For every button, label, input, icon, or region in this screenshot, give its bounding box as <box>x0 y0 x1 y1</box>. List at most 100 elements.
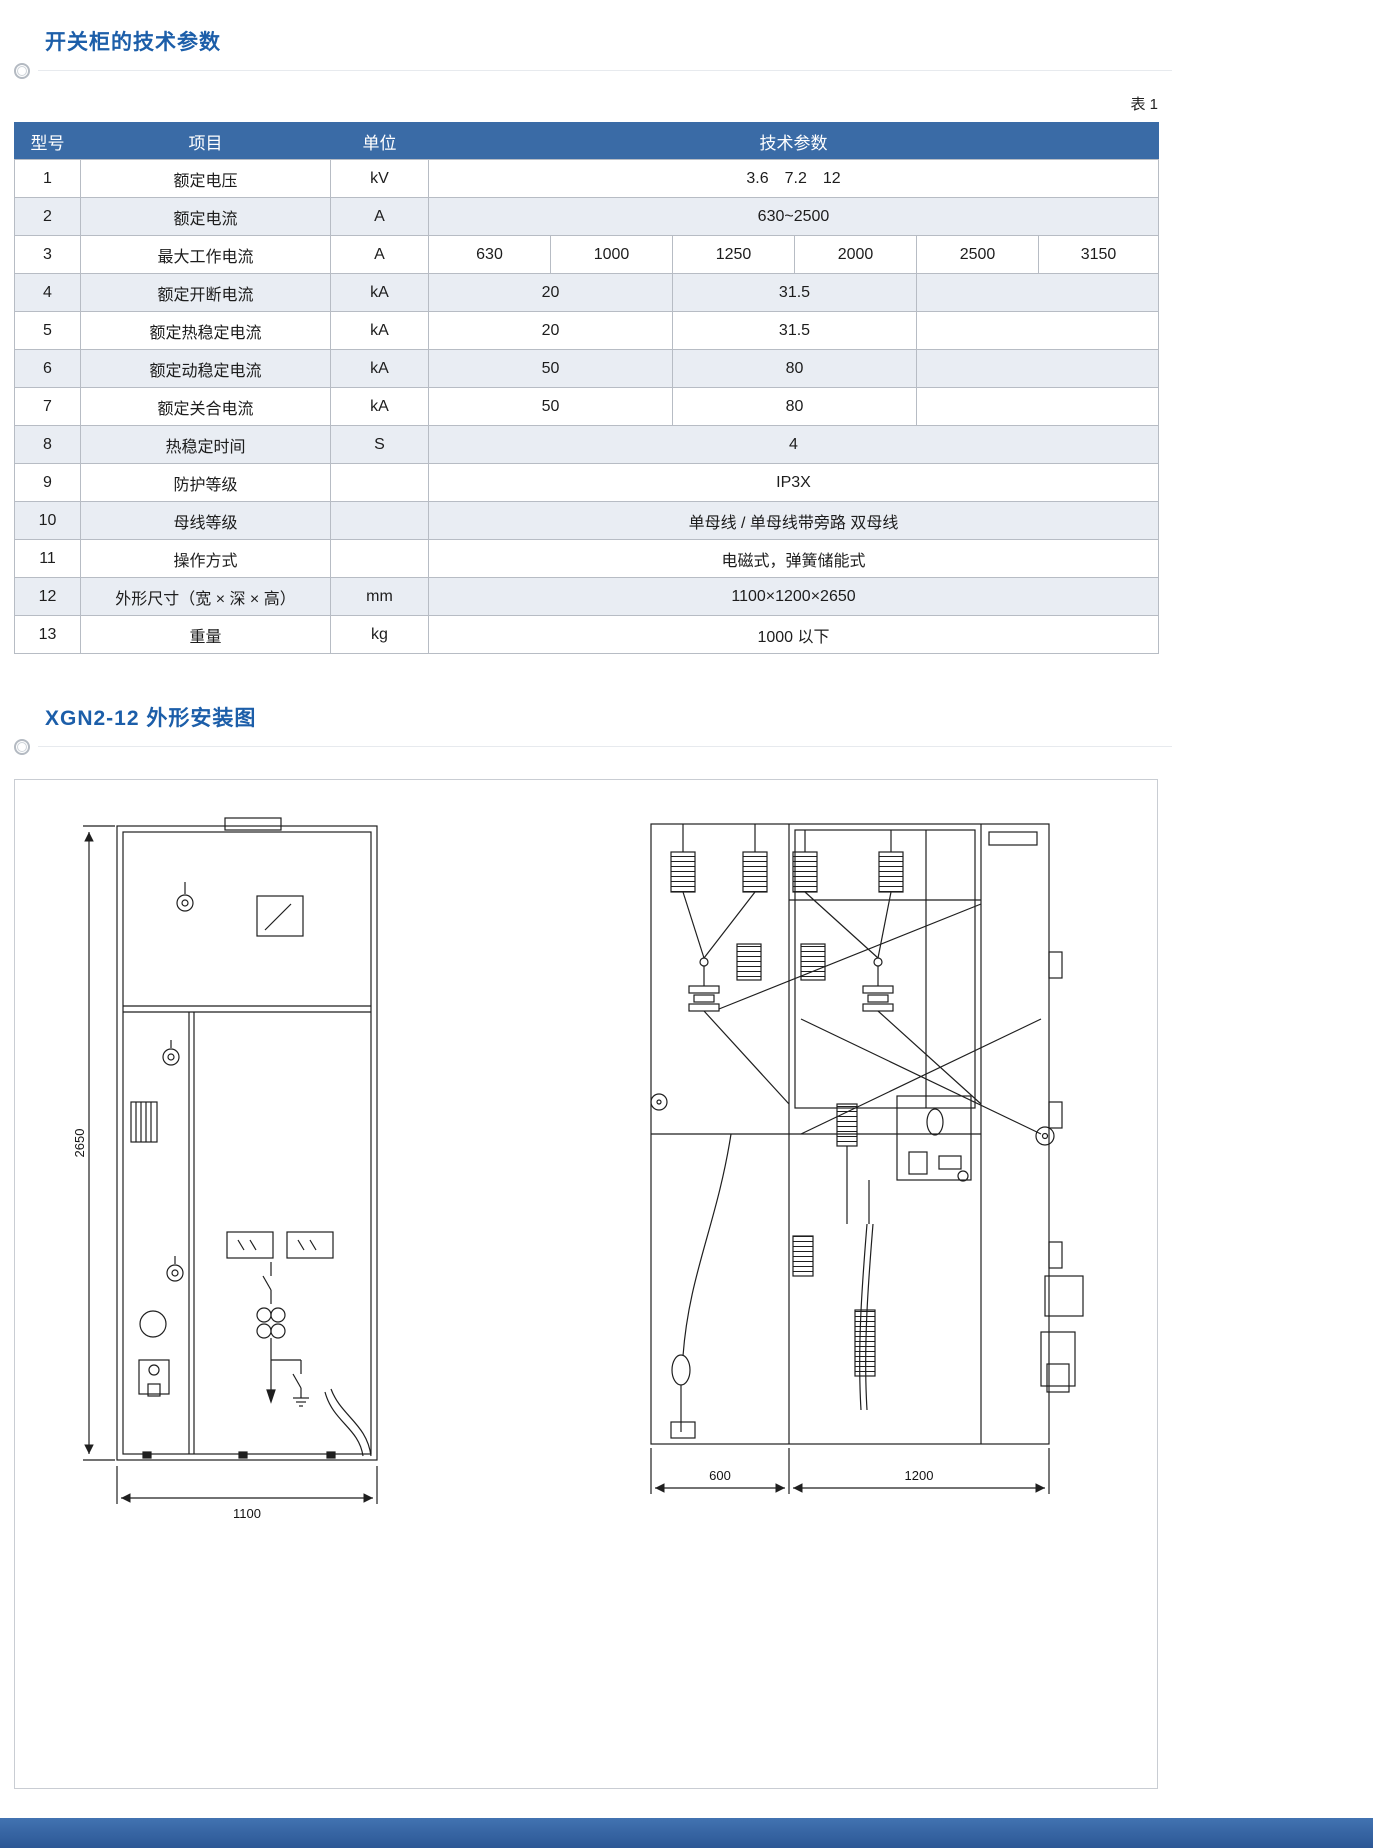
value-cell: 1250 <box>672 235 795 274</box>
value-cell: 1000 以下 <box>428 615 1159 654</box>
section-divider <box>14 62 1172 79</box>
table-header-cell: 单位 <box>330 122 429 160</box>
no-cell: 3 <box>14 235 81 274</box>
no-cell: 8 <box>14 425 81 464</box>
table-row: 9 防护等级 IP3X <box>14 463 1159 502</box>
unit-cell: S <box>330 425 429 464</box>
value-cell: 2000 <box>794 235 917 274</box>
table-header-row: 型号 项目 单位 技术参数 <box>14 122 1159 160</box>
table-row: 6 额定动稳定电流 kA 50 80 <box>14 349 1159 388</box>
value-cell: 1100×1200×2650 <box>428 577 1159 616</box>
unit-cell <box>330 501 429 540</box>
unit-cell: A <box>330 197 429 236</box>
value-cell: 630~2500 <box>428 197 1159 236</box>
unit-cell: kV <box>330 159 429 198</box>
divider-line <box>38 70 1172 71</box>
value-cell: 80 <box>672 387 917 426</box>
page-footer-bar <box>0 1818 1373 1848</box>
unit-cell <box>330 463 429 502</box>
item-cell: 额定电流 <box>80 197 331 236</box>
value-cell <box>916 349 1159 388</box>
no-cell: 12 <box>14 577 81 616</box>
unit-cell: kA <box>330 273 429 312</box>
section-divider <box>14 738 1172 755</box>
table-row: 7 额定关合电流 kA 50 80 <box>14 387 1159 426</box>
table-row: 10 母线等级 单母线 / 单母线带旁路 双母线 <box>14 501 1159 540</box>
installation-drawing-panel: 1100 2650 <box>14 779 1158 1789</box>
no-cell: 11 <box>14 539 81 578</box>
value-cell: 电磁式，弹簧储能式 <box>428 539 1159 578</box>
value-cell: 3.6 7.2 12 <box>428 159 1159 198</box>
item-cell: 重量 <box>80 615 331 654</box>
table-row: 5 额定热稳定电流 kA 20 31.5 <box>14 311 1159 350</box>
dimension-label-width: 1100 <box>233 1506 261 1521</box>
item-cell: 额定关合电流 <box>80 387 331 426</box>
dimension-label-height: 2650 <box>75 1129 87 1158</box>
no-cell: 6 <box>14 349 81 388</box>
unit-cell: kA <box>330 311 429 350</box>
value-cell: 2500 <box>916 235 1039 274</box>
value-cell: 20 <box>428 273 673 312</box>
unit-cell: mm <box>330 577 429 616</box>
item-cell: 热稳定时间 <box>80 425 331 464</box>
table-row: 11 操作方式 电磁式，弹簧储能式 <box>14 539 1159 578</box>
value-cell: 3150 <box>1038 235 1159 274</box>
value-cell: 50 <box>428 387 673 426</box>
no-cell: 7 <box>14 387 81 426</box>
table-row: 12 外形尺寸（宽 × 深 × 高） mm 1100×1200×2650 <box>14 577 1159 616</box>
unit-cell: kA <box>330 387 429 426</box>
section-title-installation-drawing: XGN2-12 外形安装图 <box>45 707 257 730</box>
unit-cell: A <box>330 235 429 274</box>
item-cell: 防护等级 <box>80 463 331 502</box>
value-cell: IP3X <box>428 463 1159 502</box>
item-cell: 额定电压 <box>80 159 331 198</box>
table-row: 4 额定开断电流 kA 20 31.5 <box>14 273 1159 312</box>
dimension-label-depth-left: 600 <box>709 1468 731 1483</box>
unit-cell: kA <box>330 349 429 388</box>
value-cell: 31.5 <box>672 311 917 350</box>
no-cell: 4 <box>14 273 81 312</box>
unit-cell <box>330 539 429 578</box>
value-cell: 50 <box>428 349 673 388</box>
side-view-drawing: 600 1200 <box>650 823 1084 1494</box>
value-cell: 1000 <box>550 235 673 274</box>
parameters-table: 型号 项目 单位 技术参数 1 额定电压 kV 3.6 7.2 12 2 额定电… <box>14 122 1159 654</box>
page: 开关柜的技术参数 表 1 型号 项目 单位 技术参数 1 额定电压 kV 3.6… <box>14 31 1172 1789</box>
item-cell: 操作方式 <box>80 539 331 578</box>
section-bullet-icon <box>14 62 30 79</box>
item-cell: 额定开断电流 <box>80 273 331 312</box>
no-cell: 1 <box>14 159 81 198</box>
no-cell: 13 <box>14 615 81 654</box>
no-cell: 2 <box>14 197 81 236</box>
table-row: 8 热稳定时间 S 4 <box>14 425 1159 464</box>
unit-cell: kg <box>330 615 429 654</box>
table-header-cell: 技术参数 <box>428 122 1159 160</box>
section-bullet-icon <box>14 738 30 755</box>
no-cell: 10 <box>14 501 81 540</box>
front-view-drawing: 1100 2650 <box>75 817 378 1521</box>
value-cell: 80 <box>672 349 917 388</box>
item-cell: 额定动稳定电流 <box>80 349 331 388</box>
table-caption: 表 1 <box>1130 96 1158 113</box>
value-cell <box>916 273 1159 312</box>
section-title-parameters: 开关柜的技术参数 <box>45 31 221 54</box>
table-header-cell: 项目 <box>80 122 331 160</box>
no-cell: 9 <box>14 463 81 502</box>
value-cell: 31.5 <box>672 273 917 312</box>
item-cell: 母线等级 <box>80 501 331 540</box>
table-row: 1 额定电压 kV 3.6 7.2 12 <box>14 159 1159 198</box>
table-header-cell: 型号 <box>14 122 81 160</box>
value-cell: 20 <box>428 311 673 350</box>
table-row: 3 最大工作电流 A 630 1000 1250 2000 2500 3150 <box>14 235 1159 274</box>
table-row: 13 重量 kg 1000 以下 <box>14 615 1159 654</box>
value-cell: 单母线 / 单母线带旁路 双母线 <box>428 501 1159 540</box>
item-cell: 最大工作电流 <box>80 235 331 274</box>
table-row: 2 额定电流 A 630~2500 <box>14 197 1159 236</box>
value-cell: 630 <box>428 235 551 274</box>
dimension-label-depth-right: 1200 <box>905 1468 934 1483</box>
value-cell <box>916 387 1159 426</box>
divider-line <box>38 746 1172 747</box>
value-cell <box>916 311 1159 350</box>
item-cell: 外形尺寸（宽 × 深 × 高） <box>80 577 331 616</box>
no-cell: 5 <box>14 311 81 350</box>
